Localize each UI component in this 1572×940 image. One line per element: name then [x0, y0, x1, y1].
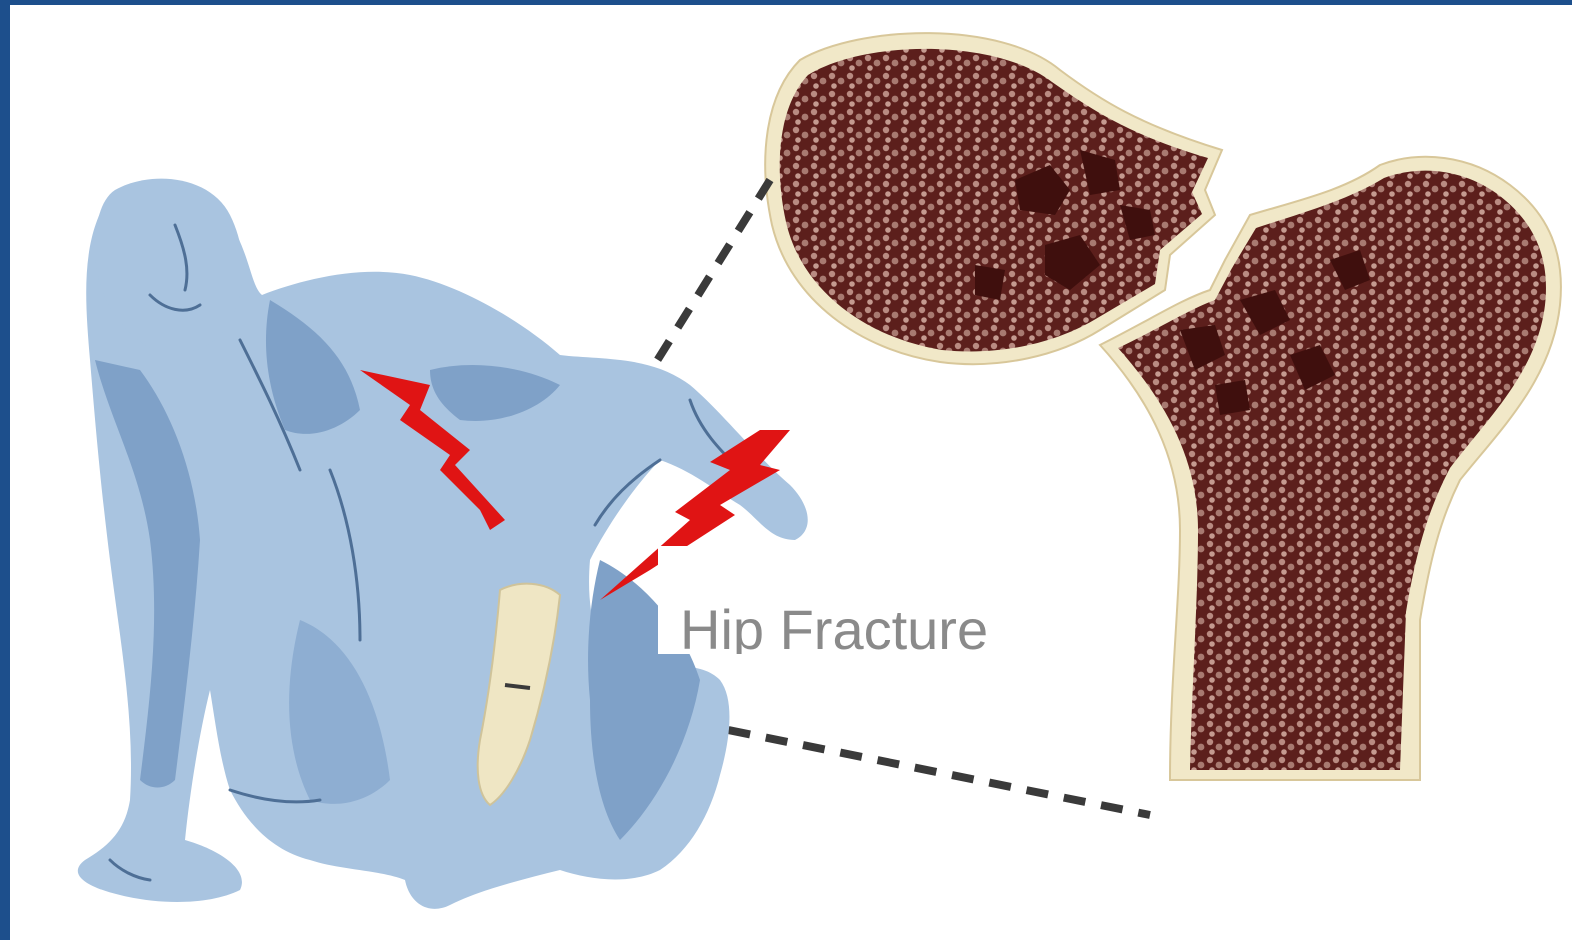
diagram-label: Hip Fracture — [680, 602, 988, 654]
femur-head-closeup — [765, 33, 1222, 364]
label-overlay-box: Hip Fracture — [658, 546, 1136, 654]
